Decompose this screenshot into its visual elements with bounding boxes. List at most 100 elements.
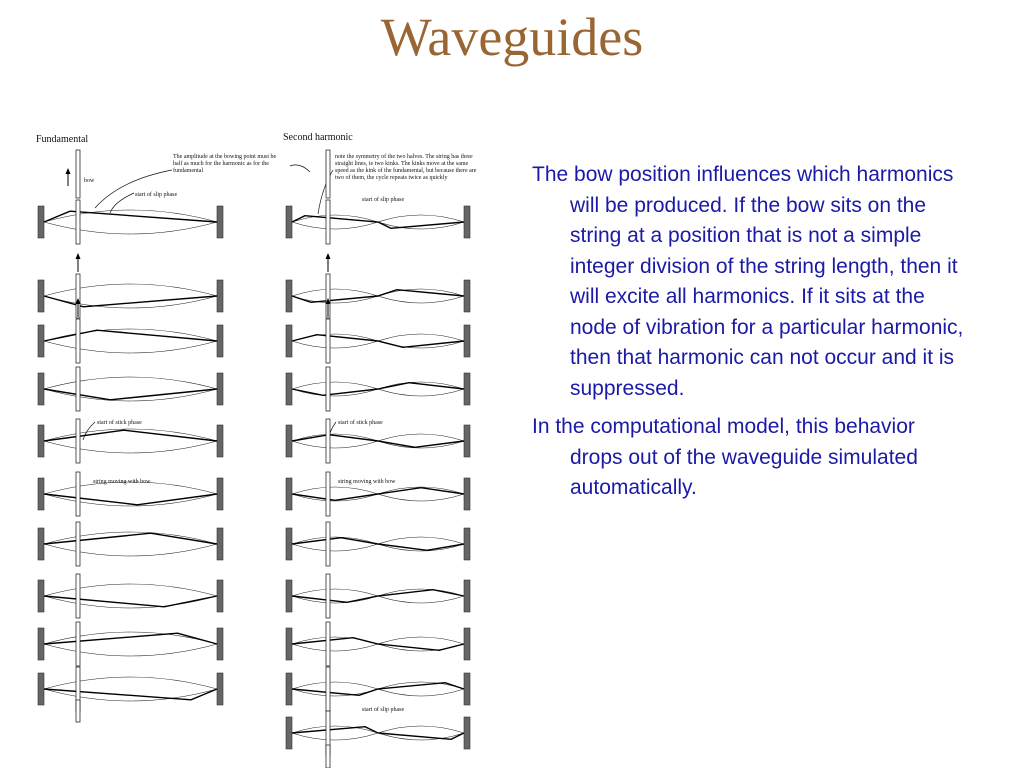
slide-title: Waveguides: [380, 7, 644, 67]
string-end-block: [463, 205, 471, 239]
vibration-envelope: [43, 676, 219, 702]
string-end-block: [37, 324, 45, 358]
string-end-block: [463, 716, 471, 750]
arrow-head: [325, 253, 331, 259]
string-shape: [291, 214, 465, 230]
string-shape: [43, 532, 218, 545]
string-end-block: [285, 527, 293, 561]
string-end-block: [463, 279, 471, 313]
start-stick-label-right: start of stick phase: [338, 419, 383, 426]
bow-marker: [75, 573, 81, 619]
bow-marker: [325, 149, 331, 199]
string-end-block: [37, 672, 45, 706]
string-shape: [291, 288, 465, 304]
string-shape: [291, 681, 465, 697]
arrow-head: [325, 298, 331, 304]
start-stick-label-left: start of stick phase: [97, 419, 142, 426]
string-shape: [43, 595, 218, 608]
bow-marker: [325, 418, 331, 464]
string-shape: [43, 329, 218, 342]
bow-marker: [75, 318, 81, 364]
string-end-block: [463, 579, 471, 613]
string-shape: [291, 536, 465, 552]
second-harmonic-row: [285, 666, 471, 712]
bow-marker: [325, 744, 331, 768]
bow-marker: [75, 471, 81, 517]
bullet-bow-position: The bow position influences which harmon…: [532, 163, 964, 400]
fundamental-row: [37, 573, 224, 619]
second-harmonic-row: [285, 253, 471, 319]
bow-marker: [75, 521, 81, 567]
arrow-head: [75, 298, 81, 304]
string-shape: [43, 493, 218, 506]
string-end-block: [37, 477, 45, 511]
string-end-block: [463, 372, 471, 406]
string-shape: [291, 636, 465, 652]
string-shape: [291, 433, 465, 449]
fundamental-row: [37, 298, 224, 364]
second-harmonic-row: [285, 573, 471, 619]
string-shape: [43, 388, 218, 401]
amplitude-note-line-2: half as much for the harmonic as for the: [173, 160, 269, 167]
bow-marker: [325, 471, 331, 517]
symmetry-note-line-3: speed as the kink of the fundamental, bu…: [335, 167, 477, 174]
vibration-envelope: [43, 481, 219, 507]
string-end-block: [285, 372, 293, 406]
string-end-block: [37, 627, 45, 661]
second-harmonic-row: [285, 710, 471, 756]
bow-marker: [325, 366, 331, 412]
bow-marker: [75, 366, 81, 412]
fundamental-row: [37, 418, 224, 464]
amplitude-note-line-3: fundamental: [173, 167, 203, 174]
fundamental-row: [37, 199, 224, 245]
string-end-block: [463, 324, 471, 358]
string-end-block: [37, 579, 45, 613]
symmetry-note-line-4: two of them, the cycle repeats twice as …: [335, 174, 447, 181]
bow-marker: [75, 621, 81, 667]
fundamental-row: [37, 621, 224, 667]
string-end-block: [463, 627, 471, 661]
bow-marker: [75, 149, 81, 199]
string-end-block: [285, 672, 293, 706]
string-end-block: [37, 527, 45, 561]
string-motion-figure: Fundamental Second harmonic The amplitud…: [36, 132, 477, 768]
start-slip-label-right: start of slip phase: [362, 196, 404, 203]
string-end-block: [285, 627, 293, 661]
fundamental-row: [37, 521, 224, 567]
string-shape: [43, 688, 218, 701]
bow-marker: [75, 199, 81, 245]
string-shape: [43, 632, 218, 645]
string-end-block: [37, 424, 45, 458]
string-end-block: [285, 424, 293, 458]
fundamental-column: [37, 149, 224, 723]
second-harmonic-row: [285, 199, 471, 245]
bow-marker: [75, 699, 81, 723]
vibration-envelope: [43, 209, 219, 235]
string-shape: [291, 725, 465, 741]
string-shape: [291, 333, 465, 349]
string-end-block: [463, 672, 471, 706]
second-harmonic-row: [285, 366, 471, 412]
vibration-envelope: [43, 283, 219, 309]
symmetry-note-line-2: straight lines, ie two kinks. The kinks …: [335, 161, 469, 167]
string-end-block: [37, 205, 45, 239]
symmetry-note-line-1: note the symmetry of the two halves. The…: [335, 153, 473, 160]
string-shape: [291, 486, 465, 502]
string-shape: [43, 210, 218, 223]
moving-with-bow-label-right: string moving with bow: [338, 479, 396, 485]
string-end-block: [463, 424, 471, 458]
bow-marker: [325, 318, 331, 364]
fundamental-row: [37, 471, 224, 517]
bow-marker: [325, 666, 331, 712]
string-end-block: [463, 527, 471, 561]
string-end-block: [285, 205, 293, 239]
second-harmonic-row: [285, 471, 471, 517]
bullet-computational-model: In the computational model, this behavio…: [532, 415, 918, 499]
amplitude-note-line-1: The amplitude at the bowing point must b…: [173, 154, 276, 160]
start-slip-label-right-bottom: start of slip phase: [362, 706, 404, 713]
second-harmonic-title: Second harmonic: [283, 132, 353, 143]
string-end-block: [285, 279, 293, 313]
string-end-block: [285, 579, 293, 613]
bow-marker: [75, 273, 81, 319]
string-end-block: [37, 279, 45, 313]
